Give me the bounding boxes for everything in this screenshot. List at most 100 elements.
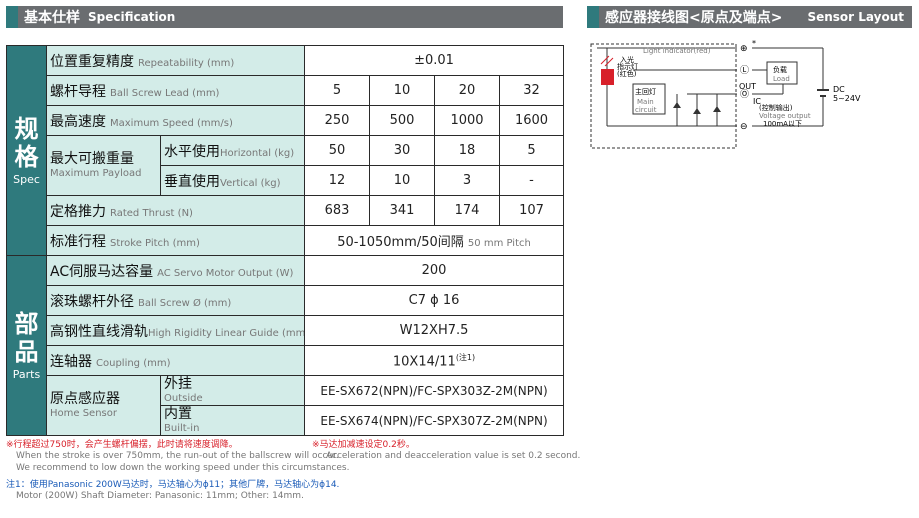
built-in-sensor-value: EE-SX674(NPN)/FC-SPX307Z-2M(NPN) — [304, 405, 565, 436]
terminal-o: Ⓞ — [740, 89, 749, 100]
sensor-title-zh: 感应器接线图<原点及端点> — [605, 10, 783, 26]
section-parts-zh2: 品 — [14, 338, 39, 366]
table-cell: 10 — [369, 165, 436, 196]
label-en: Maximum Speed (mm/s) — [110, 117, 233, 129]
table-row: 垂直使用Vertical (kg) 12 10 3 - — [7, 165, 565, 196]
main-circuit-box — [632, 83, 666, 115]
coupling-value: 10X14/11(注1) — [304, 345, 565, 376]
load-box — [766, 61, 798, 85]
row-label-guide: 高钢性直线滑轨High Rigidity Linear Guide (mm) — [45, 315, 306, 346]
label-zh: 外挂 — [164, 376, 192, 392]
table-cell: 5 — [499, 135, 565, 166]
dc-voltage: 5~24V — [833, 94, 861, 103]
note-motor-zh: 注1：使用Panasonic 200W马达时，马达轴心为ϕ11；其他厂牌，马达轴… — [6, 480, 340, 490]
table-cell: - — [499, 165, 565, 196]
stroke-value-en: 50 mm Pitch — [467, 238, 531, 249]
spec-title-zh: 基本仕样 — [24, 10, 80, 26]
table-cell: 10 — [369, 75, 436, 106]
stroke-value-main: 50-1050mm/50间隔 — [337, 235, 464, 250]
row-label-speed: 最高速度 Maximum Speed (mm/s) — [45, 105, 306, 136]
section-parts-zh1: 部 — [14, 310, 39, 338]
light-zh2: 指示灯 — [617, 62, 638, 71]
label-en: Home Sensor — [50, 408, 117, 419]
table-cell: 50 — [304, 135, 371, 166]
current-label: 100mA以下 — [763, 120, 802, 128]
label-en: Built-in — [164, 423, 200, 434]
main-circuit-zh: 主回灯 — [635, 87, 656, 96]
table-cell: 3 — [434, 165, 501, 196]
label-zh: 滚珠螺杆外径 — [50, 293, 134, 310]
label-en: Ball Screw Ø (mm) — [138, 297, 232, 309]
ic-label: IC — [753, 97, 761, 106]
label-zh: 原点感应器 — [50, 391, 120, 407]
table-row: 滚珠螺杆外径 Ball Screw Ø (mm) C7 ϕ 16 — [7, 285, 565, 316]
label-en: AC Servo Motor Output (W) — [157, 267, 294, 279]
main-circuit-en1: Main — [637, 98, 654, 106]
dc-label: DC — [833, 85, 845, 94]
label-en: Ball Screw Lead (mm) — [110, 87, 220, 99]
label-en: Stroke Pitch (mm) — [110, 237, 200, 249]
table-cell: 32 — [499, 75, 565, 106]
transistor-icon — [693, 108, 701, 114]
label-zh: 最大可搬重量 — [50, 151, 134, 167]
diode-icon — [713, 106, 721, 112]
header-marker — [587, 6, 599, 28]
coupling-note: (注1) — [455, 352, 476, 362]
note-accel-en: Acceleration and deacceleration value is… — [326, 451, 581, 461]
terminal-star: * — [752, 39, 756, 48]
note-stroke-en1: When the stroke is over 750mm, the run-o… — [16, 451, 339, 461]
light-zh3: (红色) — [617, 69, 637, 78]
label-en: High Rigidity Linear Guide (mm) — [148, 327, 305, 339]
outside-sensor-value: EE-SX672(NPN)/FC-SPX303Z-2M(NPN) — [304, 375, 565, 406]
table-row: 高钢性直线滑轨High Rigidity Linear Guide (mm) W… — [7, 315, 565, 346]
table-cell: 1000 — [434, 105, 501, 136]
table-cell: 250 — [304, 105, 371, 136]
row-label-vertical: 垂直使用Vertical (kg) — [159, 165, 306, 196]
section-spec-en: Spec — [13, 173, 40, 186]
load-en: Load — [773, 75, 790, 83]
label-en: Outside — [164, 393, 203, 404]
header-marker — [6, 6, 18, 28]
main-circuit-en2: circuit — [635, 106, 657, 114]
label-zh: 最高速度 — [50, 113, 106, 130]
table-cell: 500 — [369, 105, 436, 136]
note-stroke-zh: ※行程超过750时，会产生螺杆偏摆，此时请将速度调降。 — [6, 440, 238, 450]
terminal-minus: ⊖ — [740, 122, 748, 132]
label-zh: 内置 — [164, 406, 192, 422]
out-label: OUT — [739, 82, 756, 91]
label-zh: 螺杆导程 — [50, 83, 106, 100]
label-zh: AC伺服马达容量 — [50, 263, 154, 280]
label-en: Coupling (mm) — [96, 357, 171, 369]
note-stroke-en2: We recommend to low down the working spe… — [16, 463, 350, 473]
row-label-lead: 螺杆导程 Ball Screw Lead (mm) — [45, 75, 306, 106]
label-zh: 定格推力 — [50, 203, 106, 220]
label-en: Maximum Payload — [50, 168, 142, 179]
table-cell: 18 — [434, 135, 501, 166]
guide-value: W12XH7.5 — [304, 315, 565, 346]
screw-value: C7 ϕ 16 — [304, 285, 565, 316]
voltage-output-en: Voltage output — [759, 112, 811, 120]
row-label-screw: 滚珠螺杆外径 Ball Screw Ø (mm) — [45, 285, 306, 316]
table-cell: 30 — [369, 135, 436, 166]
coupling-value-main: 10X14/11 — [392, 354, 456, 370]
light-zh1: 入光 — [620, 55, 634, 64]
sensor-wiring-diagram: Light indicator(red) 入光 指示灯 (红色) 主回灯 Mai… — [590, 39, 861, 149]
note-motor-en: Motor (200W) Shaft Diameter: Panasonic: … — [16, 491, 304, 501]
indicator-led-icon — [601, 69, 614, 85]
table-cell: 5 — [304, 75, 371, 106]
section-parts-en: Parts — [12, 368, 41, 381]
